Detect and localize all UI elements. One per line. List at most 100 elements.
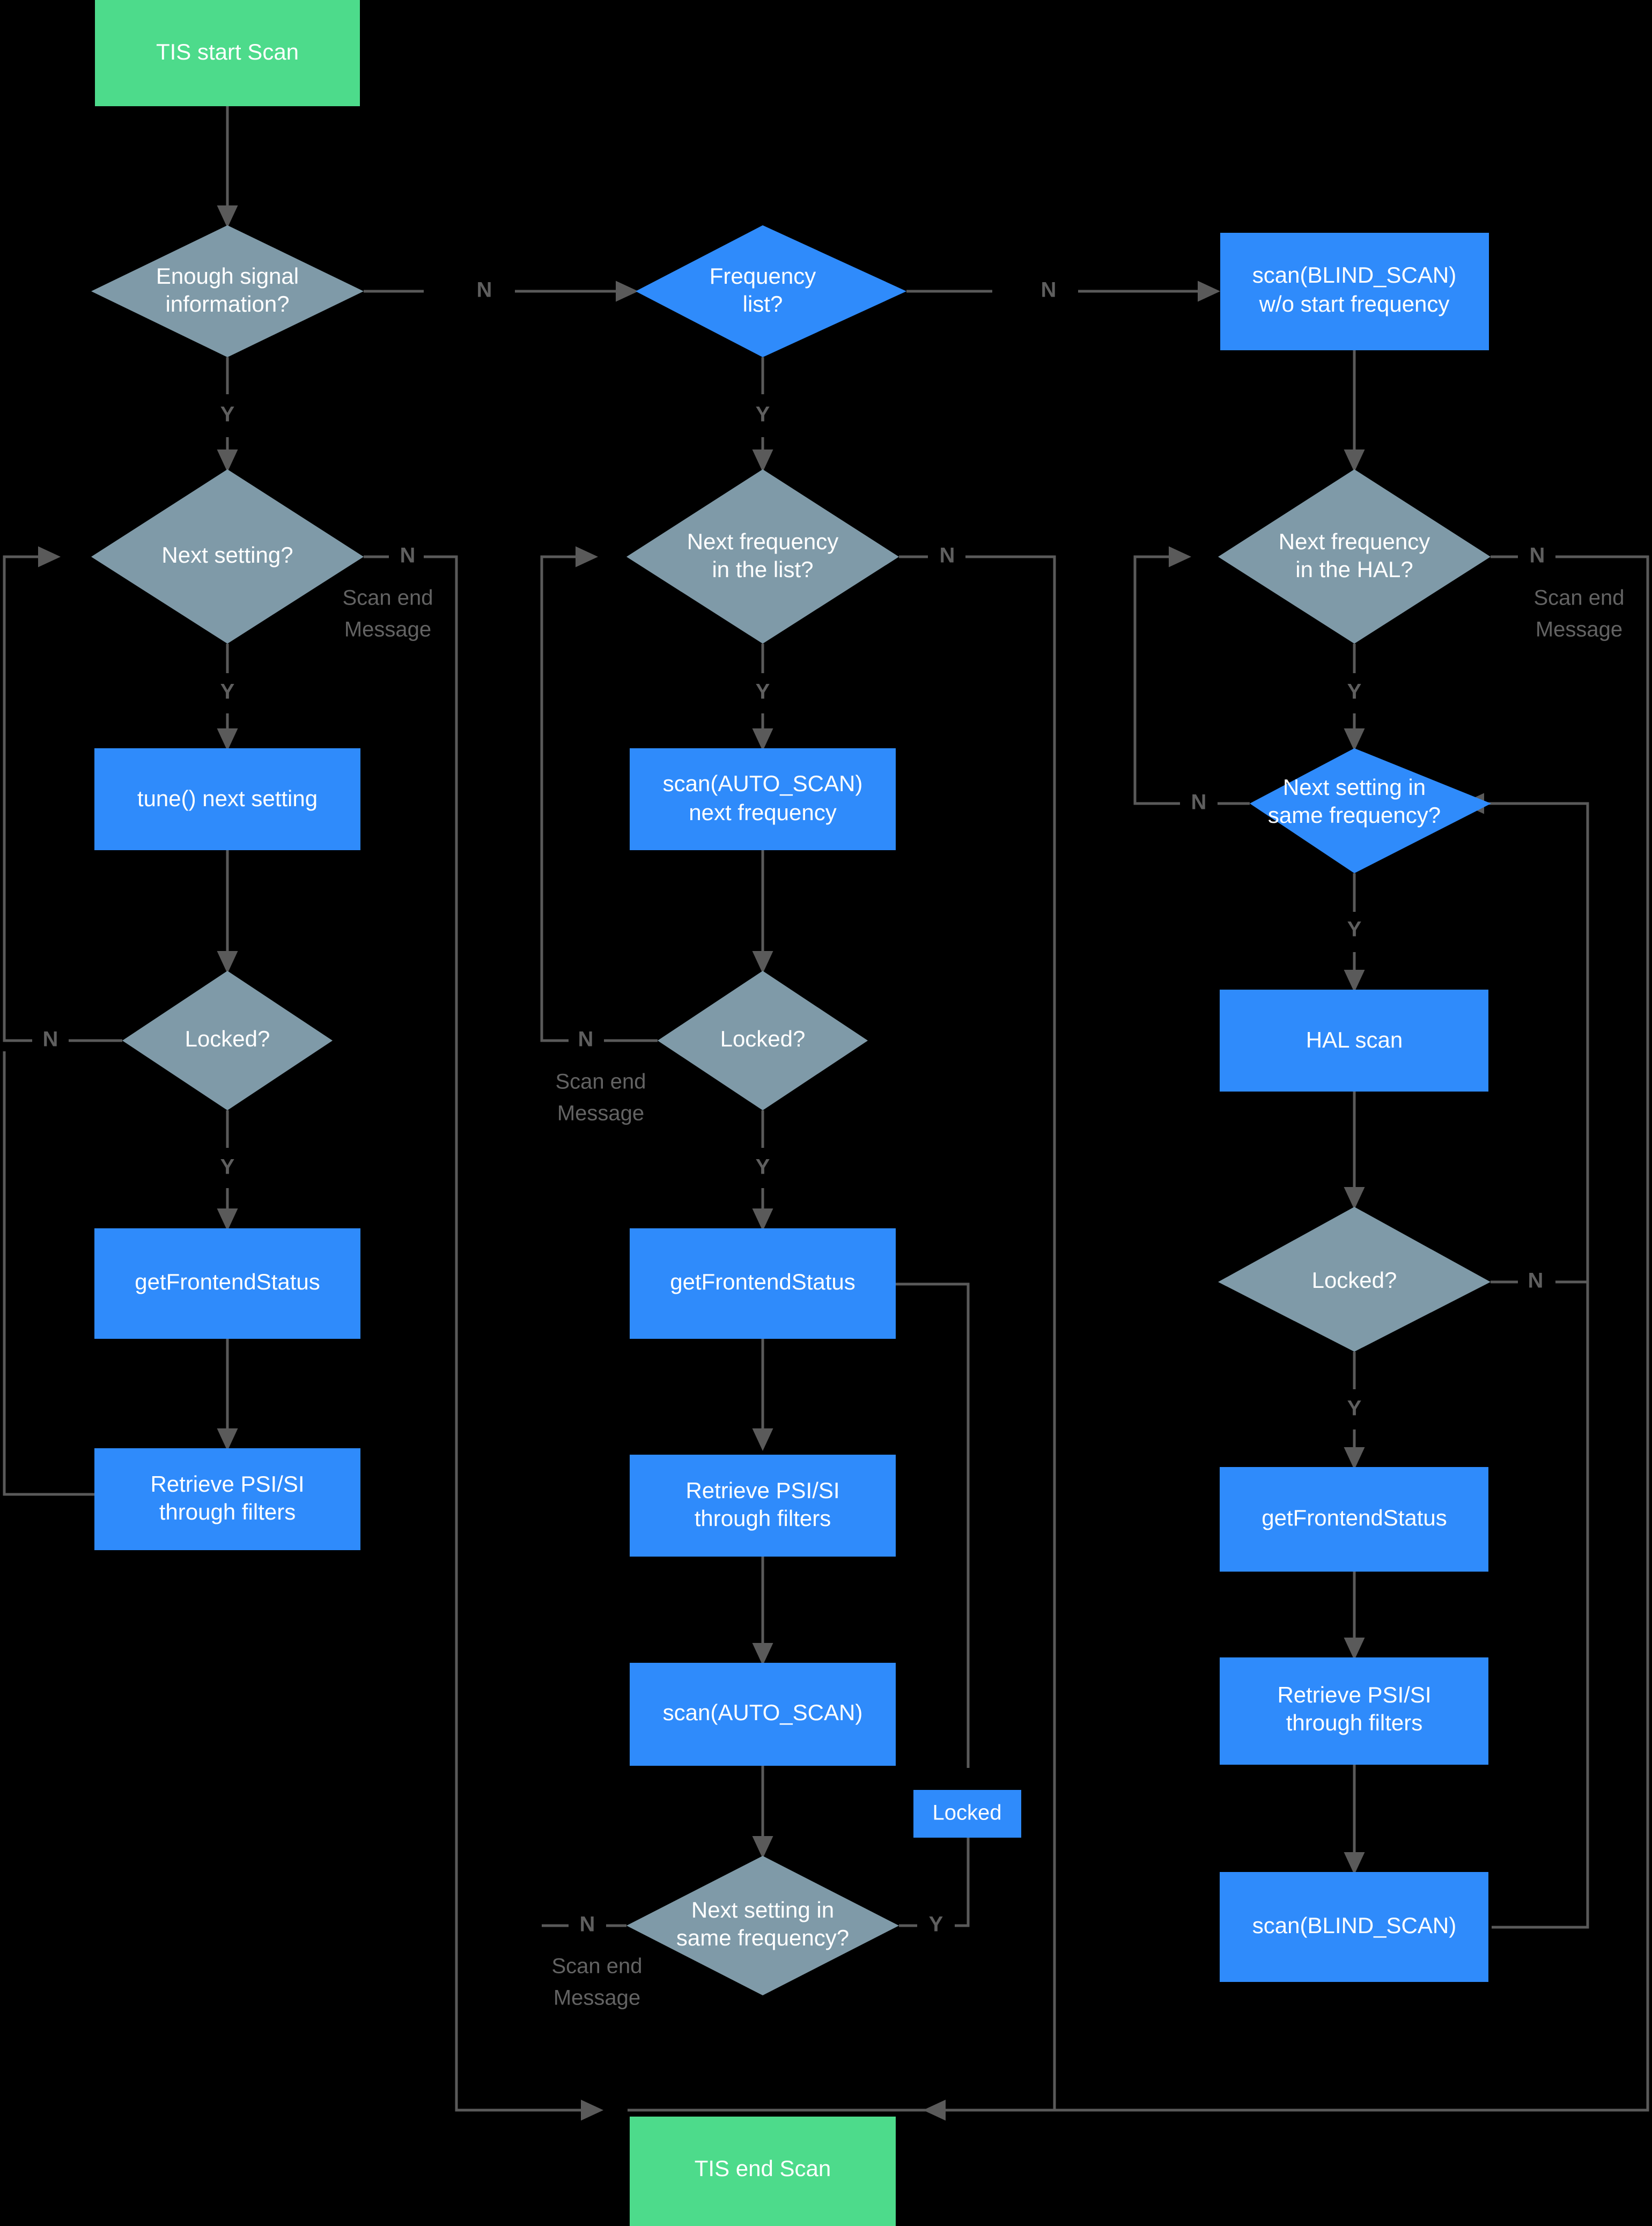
node-locked-middle[interactable]: Locked? (658, 971, 868, 1110)
node-label-next-freq-hal-l2: in the HAL? (1295, 557, 1413, 582)
node-get-frontend-status-middle[interactable]: getFrontendStatus (630, 1228, 896, 1339)
node-label-setting-same-freq-mid-l2: same frequency? (676, 1925, 849, 1950)
note-scan-end-midbottom-line2: Message (554, 1986, 640, 2010)
node-label-locked-tag: Locked (933, 1801, 1002, 1825)
node-label-retrieve-middle-l1: Retrieve PSI/SI (685, 1478, 839, 1503)
node-tis-start-scan[interactable]: TIS start Scan (95, 0, 360, 106)
edge-label-y-freqlist: Y (756, 403, 770, 426)
node-next-setting-in-same-frequency-middle[interactable]: Next setting in same frequency? (626, 1856, 899, 1995)
decision-shape-locked-left (122, 971, 333, 1110)
edge-label-y-locked-left: Y (220, 1155, 235, 1179)
process-shape-retrieve-left (94, 1448, 360, 1550)
node-locked-tag[interactable]: Locked (913, 1790, 1021, 1838)
process-shape-blindscan-right (1220, 1872, 1488, 1982)
node-label-autoscan: scan(AUTO_SCAN) (663, 1700, 863, 1725)
edge-label-n-next-freq-hal: N (1530, 544, 1545, 567)
node-scan-blind-scan-no-start-frequency[interactable]: scan(BLIND_SCAN) w/o start frequency (1220, 233, 1489, 350)
edge-label-y-next-freq-hal: Y (1347, 680, 1362, 704)
node-locked-right[interactable]: Locked? (1218, 1207, 1491, 1352)
node-retrieve-psi-si-right[interactable]: Retrieve PSI/SI through filters (1220, 1657, 1488, 1765)
node-tune-next-setting[interactable]: tune() next setting (94, 748, 360, 850)
node-retrieve-psi-si-middle[interactable]: Retrieve PSI/SI through filters (630, 1455, 896, 1557)
node-next-setting[interactable]: Next setting? (91, 469, 364, 644)
terminal-shape-start (95, 0, 360, 106)
edge-label-n-setting-same-freq-right: N (1191, 791, 1207, 814)
edge-label-y-next-freq-list: Y (756, 680, 770, 704)
decision-shape-frequency-list (636, 225, 906, 357)
decision-shape-locked-right (1218, 1207, 1491, 1352)
node-label-status-left: getFrontendStatus (135, 1269, 320, 1294)
note-scan-end-mid-line1: Scan end (555, 1070, 646, 1094)
edge-label-y-next-setting: Y (220, 680, 235, 704)
node-frequency-list[interactable]: Frequency list? (636, 225, 906, 357)
node-get-frontend-status-right[interactable]: getFrontendStatus (1220, 1467, 1488, 1572)
process-shape-tune-next-setting (94, 748, 360, 850)
node-label-retrieve-right-l2: through filters (1286, 1710, 1422, 1735)
edge-label-n-locked-right: N (1528, 1269, 1544, 1293)
edge-blindscanright-loopback (1462, 793, 1589, 1929)
node-locked-left[interactable]: Locked? (122, 971, 333, 1110)
process-shape-locked-tag (913, 1790, 1021, 1838)
terminal-shape-end (630, 2117, 896, 2226)
node-label-next-freq-list-l1: Next frequency (687, 529, 838, 554)
node-scan-blind-scan-right[interactable]: scan(BLIND_SCAN) (1220, 1872, 1488, 1982)
note-scan-end-right-line1: Scan end (1533, 586, 1624, 610)
edge-settingsamefreqright-n-to-nextfreqhal (1133, 557, 1250, 805)
node-label-frequency-list-l1: Frequency (710, 263, 816, 289)
node-label-autoscan-next-freq-l1: scan(AUTO_SCAN) (663, 771, 863, 796)
node-retrieve-psi-si-left[interactable]: Retrieve PSI/SI through filters (94, 1448, 360, 1550)
node-label-next-freq-list-l2: in the list? (712, 557, 813, 582)
node-label-start: TIS start Scan (156, 39, 299, 64)
process-shape-retrieve-middle (630, 1455, 896, 1557)
note-layer: Scan end Message Scan end Message Scan e… (342, 586, 1624, 2010)
node-label-end: TIS end Scan (695, 2156, 831, 2181)
note-scan-end-mid-line2: Message (557, 1102, 644, 1125)
note-scan-end-left-line2: Message (344, 618, 431, 642)
edge-nextfreqlist-n-to-end (628, 555, 1056, 2112)
node-label-enough-signal-l1: Enough signal (156, 263, 299, 289)
node-next-frequency-in-the-list[interactable]: Next frequency in the list? (626, 469, 899, 644)
node-scan-auto-scan-next-frequency[interactable]: scan(AUTO_SCAN) next frequency (630, 748, 896, 850)
node-scan-auto-scan[interactable]: scan(AUTO_SCAN) (630, 1663, 896, 1766)
edge-retrieveleft-loopback (3, 1051, 94, 1496)
edge-lockedmid-n-to-nextfreqlist (540, 557, 658, 1042)
edge-label-y-enough: Y (220, 403, 235, 426)
node-label-setting-same-freq-mid-l1: Next setting in (691, 1897, 834, 1922)
note-scan-end-left-line1: Scan end (342, 586, 433, 610)
edge-settingsamefreqmid-y-to-lockedtag (899, 1834, 970, 1927)
node-label-next-freq-hal-l1: Next frequency (1279, 529, 1430, 554)
node-label-tune-next-setting: tune() next setting (137, 786, 318, 811)
decision-shape-next-setting (91, 469, 364, 644)
process-shape-autoscan-next-frequency (630, 748, 896, 850)
edge-label-n-enough: N (477, 278, 492, 302)
node-label-retrieve-left-l2: through filters (159, 1499, 296, 1524)
node-label-frequency-list-l2: list? (743, 291, 783, 316)
process-shape-autoscan (630, 1663, 896, 1766)
edge-label-n-next-setting: N (400, 544, 416, 567)
node-label-enough-signal-l2: information? (165, 291, 289, 316)
process-shape-status-middle (630, 1228, 896, 1339)
edge-label-y-setting-same-freq-right: Y (1347, 918, 1362, 941)
edge-label-y-setting-same-freq-mid: Y (929, 1913, 943, 1936)
note-scan-end-right-line2: Message (1536, 618, 1622, 642)
node-label-blindscan-right: scan(BLIND_SCAN) (1252, 1913, 1456, 1938)
node-next-setting-in-same-frequency-right[interactable]: Next setting in same frequency? (1250, 748, 1491, 873)
node-tis-end-scan[interactable]: TIS end Scan (630, 2117, 896, 2226)
node-label-locked-left: Locked? (185, 1026, 270, 1051)
node-label-hal-scan: HAL scan (1306, 1027, 1403, 1052)
node-label-retrieve-left-l1: Retrieve PSI/SI (150, 1471, 304, 1497)
decision-shape-setting-same-freq-right (1250, 748, 1491, 873)
process-shape-status-left (94, 1228, 360, 1339)
node-label-blindscan-nostart-l1: scan(BLIND_SCAN) (1252, 262, 1456, 288)
node-next-frequency-in-the-hal[interactable]: Next frequency in the HAL? (1218, 469, 1491, 644)
decision-shape-next-frequency-hal (1218, 469, 1491, 644)
node-label-autoscan-next-freq-l2: next frequency (689, 800, 837, 825)
node-enough-signal-information[interactable]: Enough signal information? (91, 225, 364, 357)
node-get-frontend-status-left[interactable]: getFrontendStatus (94, 1228, 360, 1339)
edge-label-y-locked-mid: Y (756, 1155, 770, 1179)
edge-label-y-locked-right: Y (1347, 1397, 1362, 1420)
node-label-status-middle: getFrontendStatus (670, 1269, 856, 1294)
node-hal-scan[interactable]: HAL scan (1220, 990, 1488, 1092)
edge-nextfreqhal-n-to-end (926, 555, 1649, 2110)
